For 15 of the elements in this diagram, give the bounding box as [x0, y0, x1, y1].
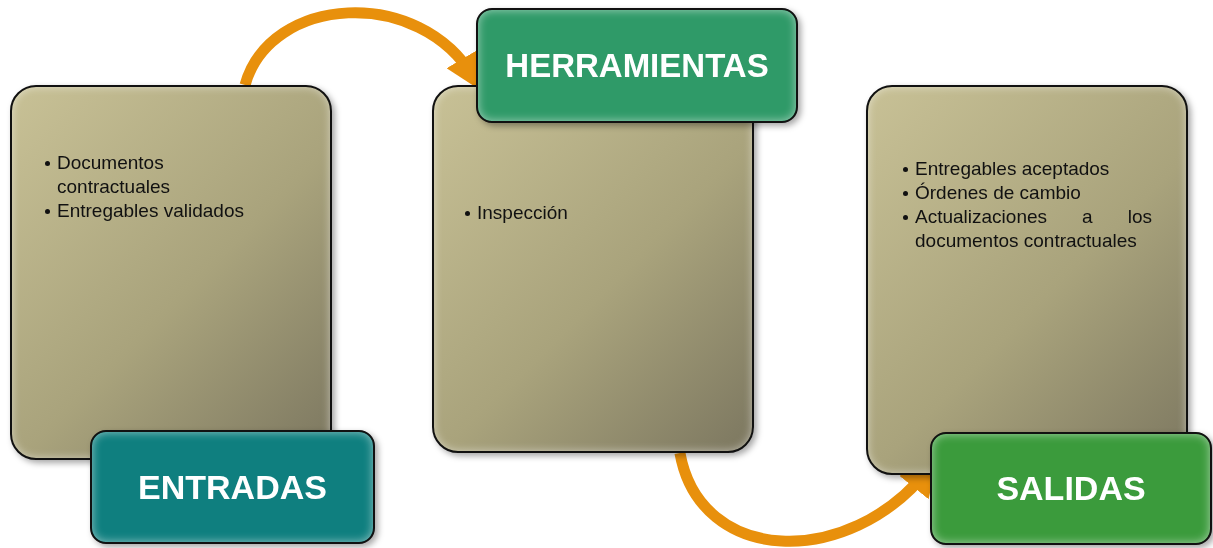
- tag-title: SALIDAS: [996, 469, 1146, 508]
- bullet-text: Entregables validados: [57, 200, 244, 221]
- label-tag: [930, 432, 1212, 545]
- bullet-text: Órdenes de cambio: [915, 182, 1081, 203]
- rounded-panel: [866, 85, 1188, 475]
- bullet-text: Documentos contractuales: [57, 152, 170, 197]
- bullet-text: Entregables aceptados: [915, 158, 1110, 179]
- bullet-text: Actualizaciones a los documentos contractuales: [915, 206, 1152, 251]
- bullet-text: Inspección: [477, 202, 568, 223]
- rounded-panel: [432, 85, 754, 453]
- label-tag: [476, 8, 798, 123]
- label-tag: [90, 430, 375, 544]
- rounded-panel: [10, 85, 332, 460]
- tag-title: ENTRADAS: [138, 467, 327, 507]
- tag-title: HERRAMIENTAS: [505, 46, 769, 85]
